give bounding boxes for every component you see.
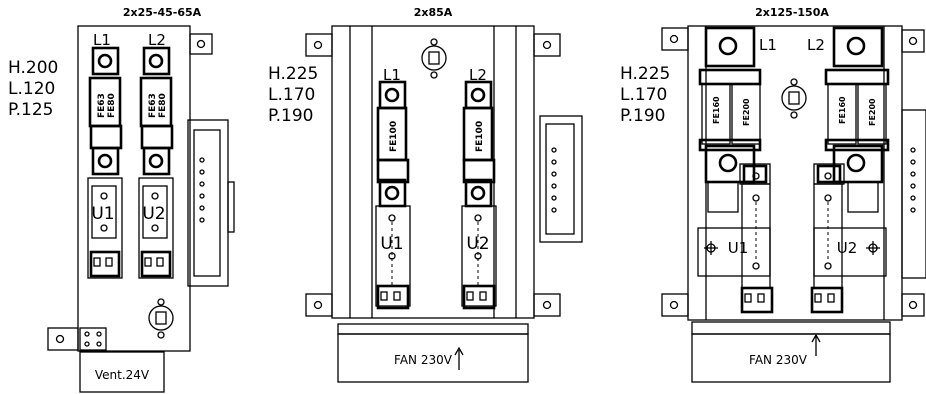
mount-hole-icon (196, 39, 206, 49)
unit-3-phase-1: L1 FE160 FE200 U1 (697, 26, 777, 314)
screw-icon (384, 185, 400, 201)
unit-3-fan (691, 333, 891, 383)
unit-3-phase-2: L2 FE160 FE200 U2 (807, 26, 890, 314)
output-label: U2 (837, 239, 858, 257)
unit-3-depth: P.190 (620, 106, 665, 126)
unit-3-height: H.225 (620, 64, 670, 84)
terminal-label: L1 (93, 31, 111, 49)
unit-1-heatsink (187, 119, 235, 287)
screw-icon (846, 153, 866, 173)
unit-3-heatsink (901, 109, 926, 279)
unit-1-depth: P.125 (8, 100, 53, 120)
output-label: U1 (380, 234, 403, 254)
unit-2-depth: P.190 (268, 106, 313, 126)
screw-icon (718, 153, 738, 173)
unit-2-fan-label: FAN 230V (394, 353, 453, 367)
terminal-label: L2 (148, 31, 166, 49)
unit-2-fan (337, 333, 529, 383)
screw-icon (718, 36, 738, 56)
mount-hole-icon (542, 40, 552, 50)
mount-hole-icon (55, 334, 65, 344)
unit-1: 2x25-45-65A H.200 L.120 P.125 Vent.24V (8, 6, 235, 393)
screw-icon (846, 36, 866, 56)
fuse-label: FE63FE80 (148, 93, 168, 118)
fuse-label: FE160 (838, 96, 847, 124)
unit-1-phase-1: L1 FE63FE80 U1 (87, 31, 123, 279)
mount-hole-icon (669, 300, 679, 310)
mount-hole-icon (908, 36, 918, 46)
mount-hole-icon (669, 34, 679, 44)
screw-icon (148, 53, 164, 69)
screw-icon (97, 53, 113, 69)
unit-1-title: 2x25-45-65A (123, 6, 202, 19)
output-label: U1 (728, 239, 749, 257)
screw-icon (470, 185, 486, 201)
terminal-label: L2 (469, 66, 487, 84)
unit-1-plate (77, 25, 191, 352)
unit-2-phase-1: L1 FE100 U1 (375, 66, 411, 310)
output-label: U2 (142, 204, 165, 224)
thermostat-icon (421, 38, 447, 79)
unit-2-phase-2: L2 FE100 U2 (461, 66, 497, 310)
screw-icon (148, 153, 164, 169)
terminal-label: L1 (759, 36, 777, 54)
mount-hole-icon (542, 300, 552, 310)
output-label: U1 (91, 204, 114, 224)
terminal-label: L2 (807, 36, 825, 54)
unit-2-heatsink (539, 115, 583, 243)
unit-2-title: 2x85A (414, 6, 453, 19)
unit-1-fan (79, 351, 165, 393)
unit-3-length: L.170 (620, 85, 667, 105)
screw-icon (384, 87, 400, 103)
fuse-label: FE200 (742, 98, 751, 126)
unit-1-length: L.120 (8, 79, 55, 99)
unit-2: 2x85A H.225 L.170 P.190 (268, 6, 583, 383)
fuse-label: FE100 (475, 121, 485, 152)
unit-3: 2x125-150A H.225 L.170 P.190 FAN 230V (620, 6, 926, 383)
unit-2-length: L.170 (268, 85, 315, 105)
unit-2-plate (331, 25, 535, 319)
output-label: U2 (466, 234, 489, 254)
arrow-up-icon (454, 346, 464, 370)
mount-hole-icon (313, 300, 323, 310)
unit-2-height: H.225 (268, 64, 318, 84)
arrow-up-icon (811, 333, 821, 356)
terminal-label: L1 (383, 66, 401, 84)
fuse-label: FE200 (868, 98, 877, 126)
unit-3-fan-label: FAN 230V (749, 353, 808, 367)
mount-hole-icon (313, 40, 323, 50)
fuse-label: FE160 (712, 96, 721, 124)
mount-hole-icon (908, 300, 918, 310)
thermostat-icon (781, 78, 807, 119)
unit-1-height: H.200 (8, 58, 58, 78)
unit-3-title: 2x125-150A (755, 6, 829, 19)
unit-1-phase-2: L2 FE63FE80 U2 (138, 31, 174, 279)
fuse-label: FE63FE80 (97, 93, 117, 118)
aux-terminal (79, 327, 107, 351)
fuse-label: FE100 (389, 121, 399, 152)
screw-icon (470, 87, 486, 103)
thermostat-icon (148, 298, 174, 339)
unit-1-fan-label: Vent.24V (95, 368, 150, 382)
screw-icon (97, 153, 113, 169)
